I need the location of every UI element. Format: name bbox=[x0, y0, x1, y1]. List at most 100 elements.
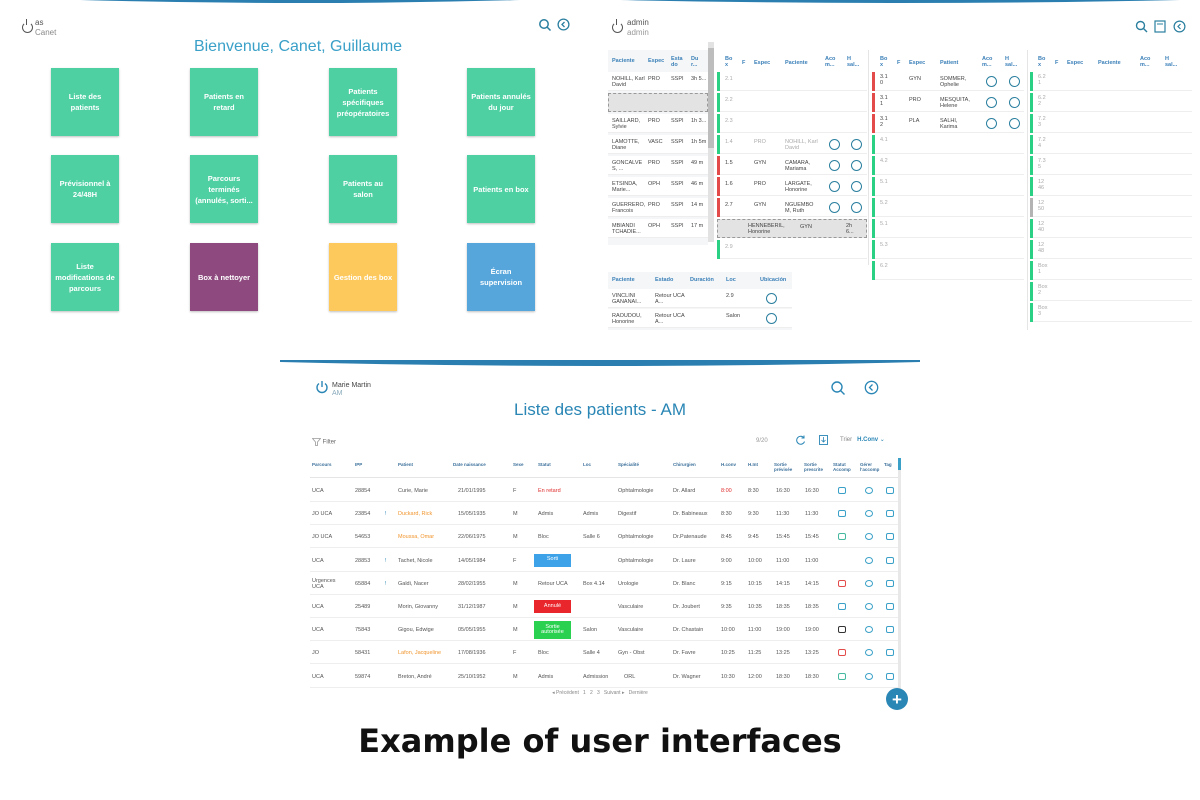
manage-accompany-icon[interactable] bbox=[865, 556, 873, 564]
sort-select[interactable]: Trier H.Conv ⌄ bbox=[840, 436, 885, 443]
back-icon[interactable] bbox=[557, 18, 570, 31]
accompany-status-icon[interactable] bbox=[838, 603, 846, 610]
scrollbar-thumb[interactable] bbox=[708, 48, 714, 148]
pager-prev[interactable]: ◂ Précédent bbox=[552, 690, 579, 696]
refresh-icon[interactable] bbox=[796, 435, 806, 445]
tile-box-management[interactable]: Gestion des box bbox=[329, 243, 397, 311]
pager-last[interactable]: Dernière bbox=[628, 690, 648, 696]
search-icon[interactable] bbox=[1135, 20, 1148, 33]
table-row[interactable]: 4.2 bbox=[872, 156, 1024, 175]
timer-icon[interactable] bbox=[851, 160, 862, 171]
manage-accompany-icon[interactable] bbox=[865, 626, 873, 634]
accompany-icon[interactable] bbox=[986, 76, 997, 87]
table-row[interactable]: 7.2 4 bbox=[1030, 135, 1192, 154]
accompany-status-icon[interactable] bbox=[838, 487, 846, 494]
tile-salon-patients[interactable]: Patients au salon bbox=[329, 155, 397, 223]
manage-accompany-icon[interactable] bbox=[865, 649, 873, 657]
location-icon[interactable] bbox=[766, 313, 777, 324]
tile-pathway-changes[interactable]: Liste modifications de parcours bbox=[51, 243, 119, 311]
accompany-icon[interactable] bbox=[829, 181, 840, 192]
table-row[interactable]: 12 40 bbox=[1030, 219, 1192, 238]
timer-icon[interactable] bbox=[851, 181, 862, 192]
manage-accompany-icon[interactable] bbox=[865, 672, 873, 680]
tag-icon[interactable] bbox=[886, 533, 894, 541]
table-row[interactable]: 5.1 bbox=[872, 177, 1024, 196]
accompany-status-icon[interactable] bbox=[838, 510, 846, 518]
timer-icon[interactable] bbox=[1009, 76, 1020, 87]
tag-icon[interactable] bbox=[886, 603, 894, 610]
tile-supervision-screen[interactable]: Écran supervision bbox=[467, 243, 535, 311]
tag-icon[interactable] bbox=[886, 510, 894, 518]
accompany-icon[interactable] bbox=[829, 202, 840, 213]
patient-name-cell[interactable]: Gigou, Edwige bbox=[398, 627, 434, 634]
tile-patient-list[interactable]: Liste des patients bbox=[51, 68, 119, 136]
accompany-status-icon[interactable] bbox=[838, 579, 846, 587]
timer-icon[interactable] bbox=[1009, 97, 1020, 108]
table-row[interactable]: 6.2 bbox=[872, 261, 1024, 280]
table-row[interactable]: 12 50 bbox=[1030, 198, 1192, 217]
manage-accompany-icon[interactable] bbox=[865, 579, 873, 587]
table-row[interactable]: 5.3 bbox=[872, 240, 1024, 259]
tag-icon[interactable] bbox=[886, 649, 894, 657]
table-row[interactable]: 4.1 bbox=[872, 135, 1024, 154]
pager-page-2[interactable]: 2 bbox=[589, 690, 593, 696]
table-row[interactable]: 6.2 1 bbox=[1030, 72, 1192, 91]
accompany-icon[interactable] bbox=[829, 139, 840, 150]
selected-row-placeholder[interactable] bbox=[608, 93, 708, 112]
tag-icon[interactable] bbox=[886, 556, 894, 564]
patient-name-cell[interactable]: Lafon, Jacqueline bbox=[398, 650, 442, 657]
table-row[interactable]: 7.3 5 bbox=[1030, 156, 1192, 175]
accompany-icon[interactable] bbox=[986, 118, 997, 129]
table-row[interactable]: 7.2 3 bbox=[1030, 114, 1192, 133]
accompany-status-icon[interactable] bbox=[838, 649, 846, 657]
table-row[interactable]: VINCLINI GANANAI...Retour UCA A...2.9 bbox=[608, 289, 792, 308]
table-row[interactable]: 5.2 bbox=[872, 198, 1024, 217]
manage-accompany-icon[interactable] bbox=[865, 603, 873, 610]
tag-icon[interactable] bbox=[886, 672, 894, 680]
power-icon[interactable] bbox=[315, 380, 329, 394]
tile-cancelled-patients[interactable]: Patients annulés du jour bbox=[467, 68, 535, 136]
table-row[interactable]: 12 46 bbox=[1030, 177, 1192, 196]
table-row[interactable]: 5.1 bbox=[872, 219, 1024, 238]
back-icon[interactable] bbox=[1173, 20, 1186, 33]
manage-accompany-icon[interactable] bbox=[865, 487, 873, 494]
search-icon[interactable] bbox=[538, 18, 552, 32]
location-icon[interactable] bbox=[766, 293, 777, 304]
accompany-status-icon[interactable] bbox=[838, 626, 846, 634]
table-row[interactable]: Box 2 bbox=[1030, 282, 1192, 301]
accompany-icon[interactable] bbox=[986, 97, 997, 108]
table-row[interactable]: 2.2 bbox=[717, 93, 867, 112]
tag-icon[interactable] bbox=[886, 626, 894, 634]
pager-page-3[interactable]: 3 bbox=[596, 690, 600, 696]
tile-box-cleaning[interactable]: Box à nettoyer bbox=[190, 243, 258, 311]
pager-page-1[interactable]: 1 bbox=[583, 690, 586, 696]
table-row[interactable]: 6.2 2 bbox=[1030, 93, 1192, 112]
patient-name-cell[interactable]: Breton, André bbox=[398, 673, 432, 680]
export-icon[interactable] bbox=[819, 435, 828, 445]
tile-forecast[interactable]: Prévisionnel à 24/48H bbox=[51, 155, 119, 223]
power-icon[interactable] bbox=[612, 19, 623, 33]
tile-finished-pathways[interactable]: Parcours terminés (annulés, sorti... bbox=[190, 155, 258, 223]
patient-name-cell[interactable]: Duckard, Rick bbox=[398, 511, 433, 518]
add-patient-button[interactable]: + bbox=[886, 688, 908, 710]
search-icon[interactable] bbox=[830, 380, 846, 396]
tile-late-patients[interactable]: Patients en retard bbox=[190, 68, 258, 136]
